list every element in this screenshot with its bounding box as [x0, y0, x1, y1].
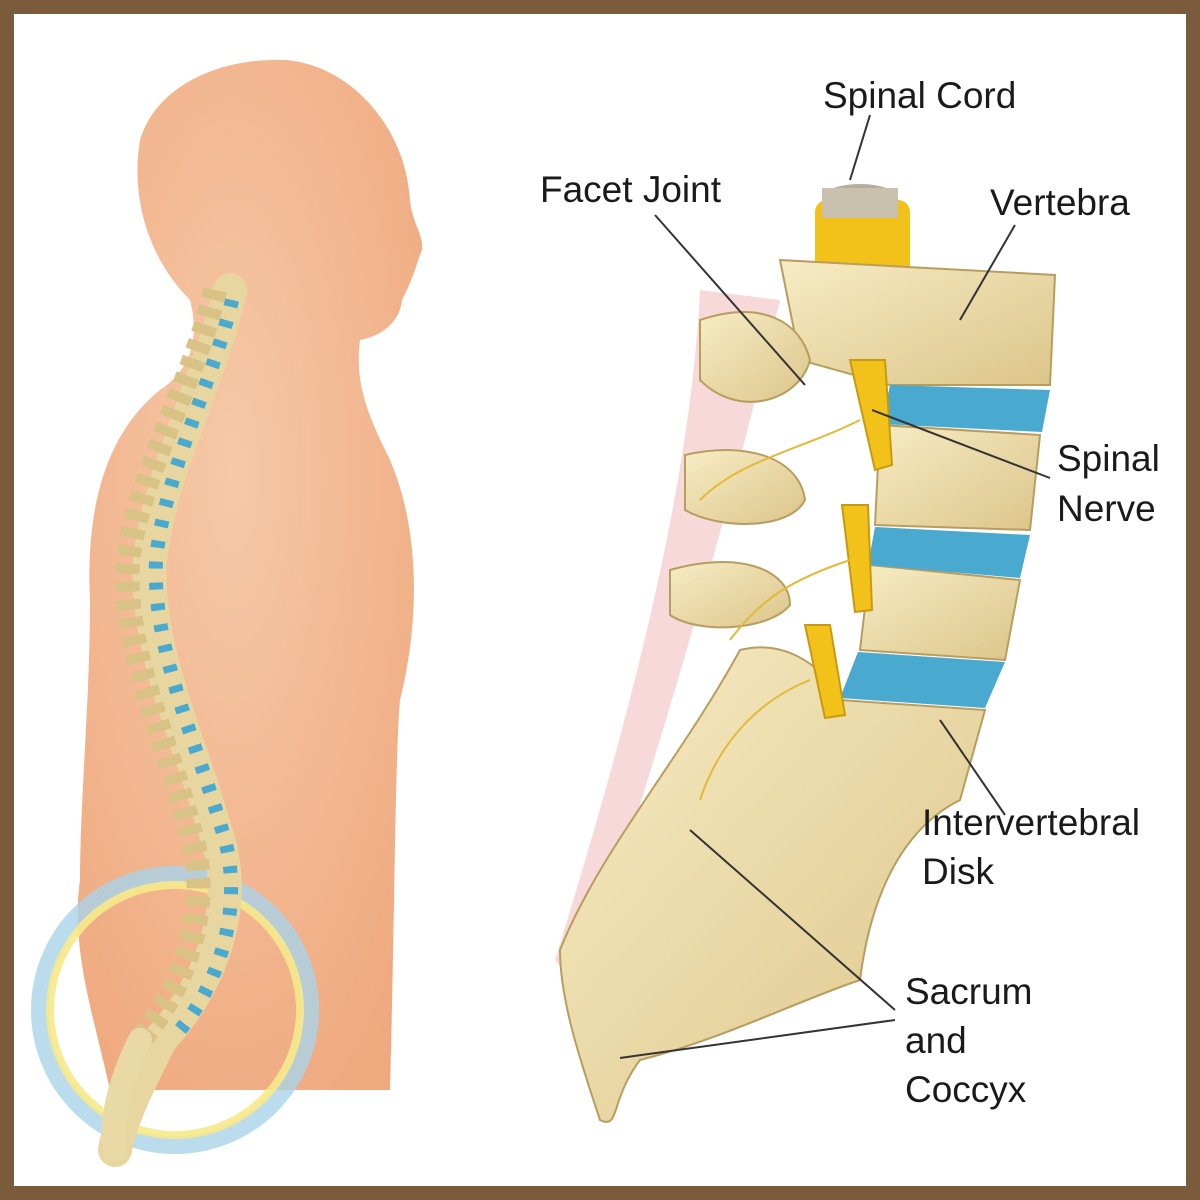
body-silhouette	[77, 59, 423, 1090]
intervertebral-disks	[840, 385, 1050, 708]
spine-illustration	[31, 59, 1057, 1167]
label-intervertebral-disk-line1: Intervertebral	[922, 802, 1140, 843]
label-sacrum-line1: Sacrum	[905, 971, 1033, 1012]
label-vertebra: Vertebra	[990, 182, 1130, 223]
label-intervertebral-disk-line2: Disk	[922, 851, 994, 892]
spinal-nerves	[803, 359, 894, 720]
small-spine	[98, 273, 247, 1167]
label-facet-joint: Facet Joint	[540, 169, 721, 210]
label-sacrum-line3: Coccyx	[905, 1069, 1027, 1110]
label-spinal-nerve-line1: Spinal	[1057, 438, 1160, 479]
lumbar-vertebrae	[558, 258, 1057, 1123]
spinal-cord	[815, 184, 910, 280]
label-sacrum-line2: and	[905, 1020, 967, 1061]
label-spinal-cord: Spinal Cord	[823, 75, 1017, 116]
diagram-frame: Spinal Cord Facet Joint Vertebra Spinal …	[14, 14, 1186, 1186]
leader-lines	[619, 114, 1051, 1059]
label-spinal-nerve-line2: Nerve	[1057, 488, 1156, 529]
highlight-circle	[31, 866, 319, 1154]
